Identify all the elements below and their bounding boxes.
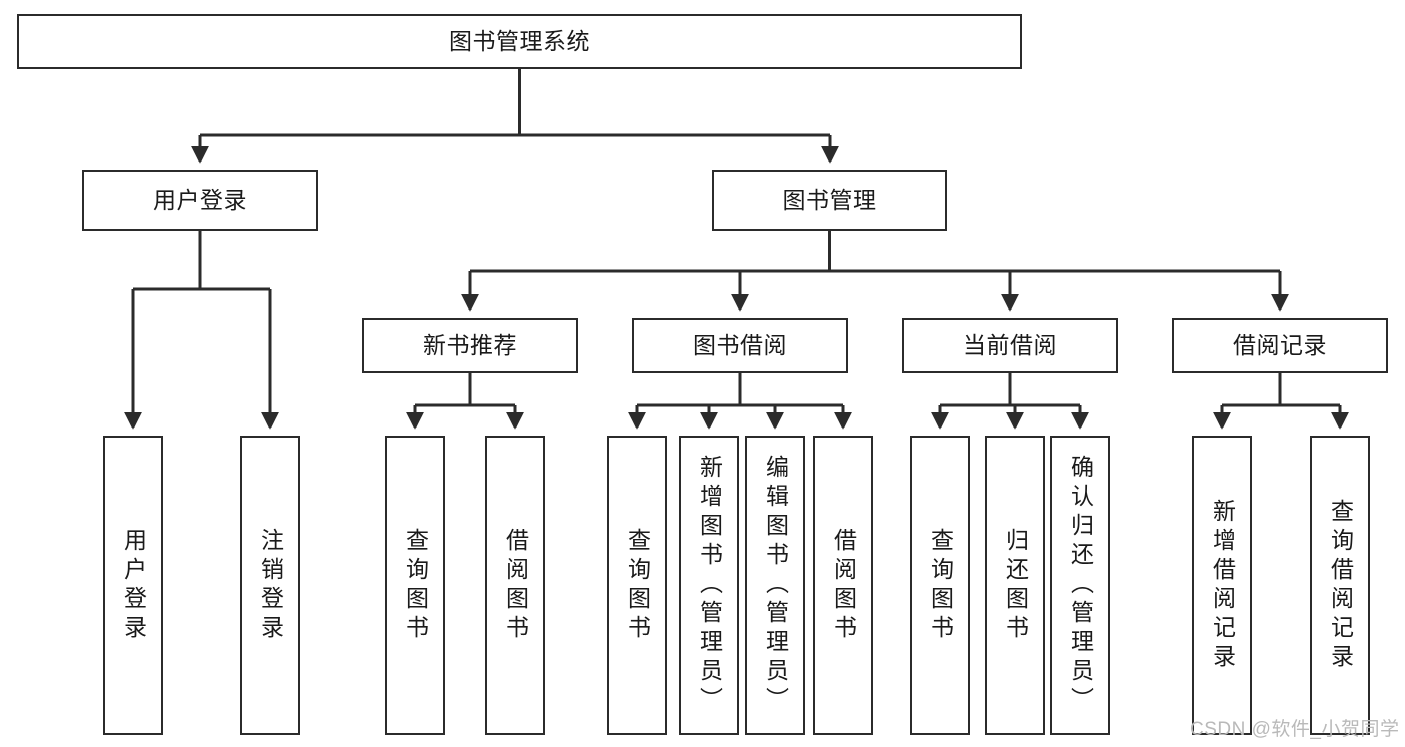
node-leaf-edit-book-admin[interactable]: 编辑图书（管理员）: [745, 436, 805, 735]
node-leaf-query-borrow-record[interactable]: 查询借阅记录: [1310, 436, 1370, 735]
node-leaf-add-borrow-record[interactable]: 新增借阅记录: [1192, 436, 1252, 735]
node-leaf-logout[interactable]: 注销登录: [240, 436, 300, 735]
node-root[interactable]: 图书管理系统: [17, 14, 1022, 69]
node-book-manage[interactable]: 图书管理: [712, 170, 947, 231]
node-book-borrow[interactable]: 图书借阅: [632, 318, 848, 373]
node-leaf-borrow-book-recommend[interactable]: 借阅图书: [485, 436, 545, 735]
node-leaf-confirm-return-admin[interactable]: 确认归还（管理员）: [1050, 436, 1110, 735]
node-user-login[interactable]: 用户登录: [82, 170, 318, 231]
node-leaf-borrow-book[interactable]: 借阅图书: [813, 436, 873, 735]
node-leaf-add-book-admin[interactable]: 新增图书（管理员）: [679, 436, 739, 735]
node-leaf-query-book-recommend[interactable]: 查询图书: [385, 436, 445, 735]
node-new-book-recommend[interactable]: 新书推荐: [362, 318, 578, 373]
node-current-borrow[interactable]: 当前借阅: [902, 318, 1118, 373]
node-leaf-query-book-borrow[interactable]: 查询图书: [607, 436, 667, 735]
node-borrow-record[interactable]: 借阅记录: [1172, 318, 1388, 373]
node-leaf-user-login[interactable]: 用户登录: [103, 436, 163, 735]
node-leaf-query-book-current[interactable]: 查询图书: [910, 436, 970, 735]
csdn-watermark: CSDN @软件_小贺同学: [1190, 719, 1400, 740]
node-leaf-return-book[interactable]: 归还图书: [985, 436, 1045, 735]
